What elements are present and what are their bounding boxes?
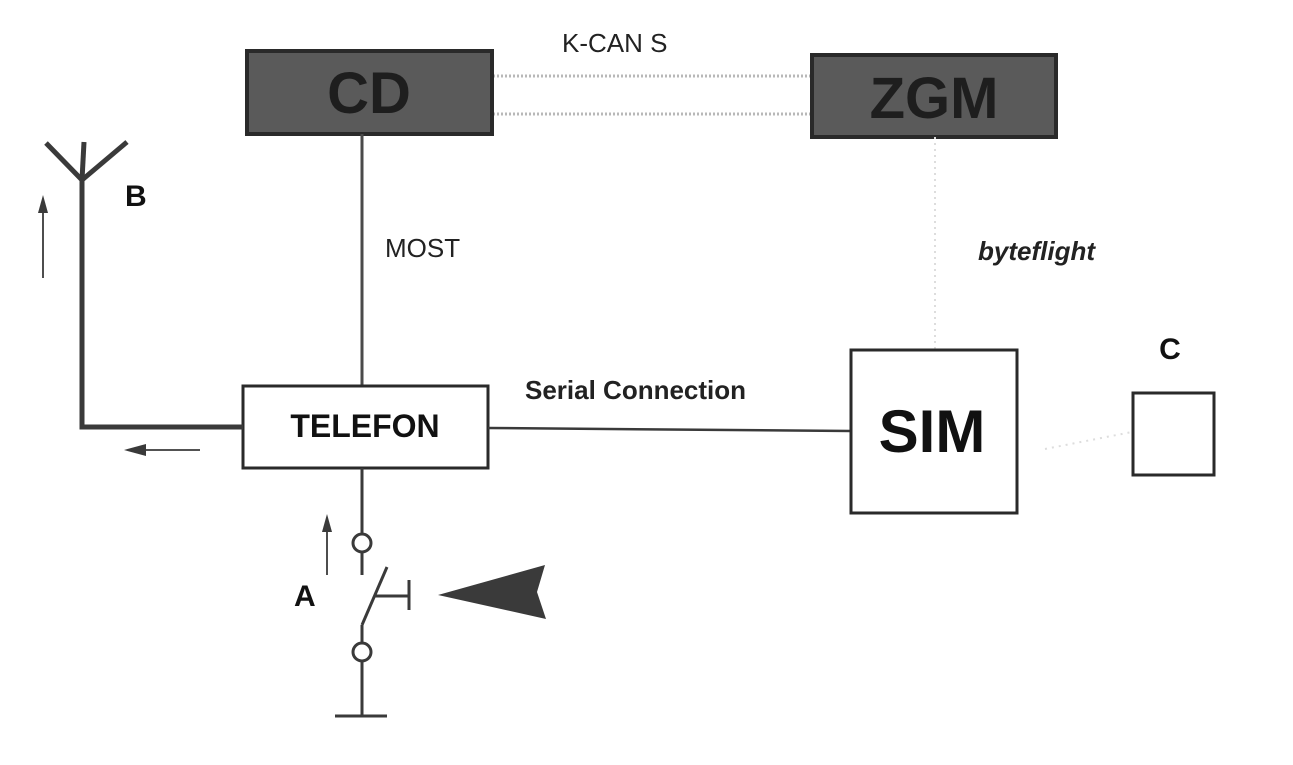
c-box <box>1131 391 1216 477</box>
zgm-label: ZGM <box>870 66 999 131</box>
byteflight-label: byteflight <box>978 236 1096 266</box>
telefon-label: TELEFON <box>290 408 439 444</box>
serial-connection-line <box>487 426 852 433</box>
k-can-s-label: K-CAN S <box>562 28 667 58</box>
zgm-box: ZGM <box>810 53 1058 139</box>
serial-connection-label: Serial Connection <box>525 375 746 405</box>
left-arrow-icon <box>124 444 200 456</box>
sim-c-link <box>1044 431 1133 450</box>
telefon-box: TELEFON <box>241 384 490 470</box>
arrow-pointer-icon <box>438 565 546 619</box>
marker-a-label: A <box>294 580 316 613</box>
most-label: MOST <box>385 233 460 263</box>
sim-label: SIM <box>879 398 986 465</box>
k-can-s-bus <box>493 74 813 116</box>
switch-up-arrow-icon <box>322 514 332 575</box>
ground-icon <box>335 661 387 718</box>
cd-label: CD <box>327 61 411 126</box>
antenna-icon <box>44 140 243 430</box>
antenna-up-arrow-icon <box>38 195 48 278</box>
marker-c-label: C <box>1159 333 1181 366</box>
marker-b-label: B <box>125 180 147 213</box>
sim-box: SIM <box>849 348 1019 515</box>
switch-icon <box>351 468 411 663</box>
cd-box: CD <box>245 49 494 136</box>
